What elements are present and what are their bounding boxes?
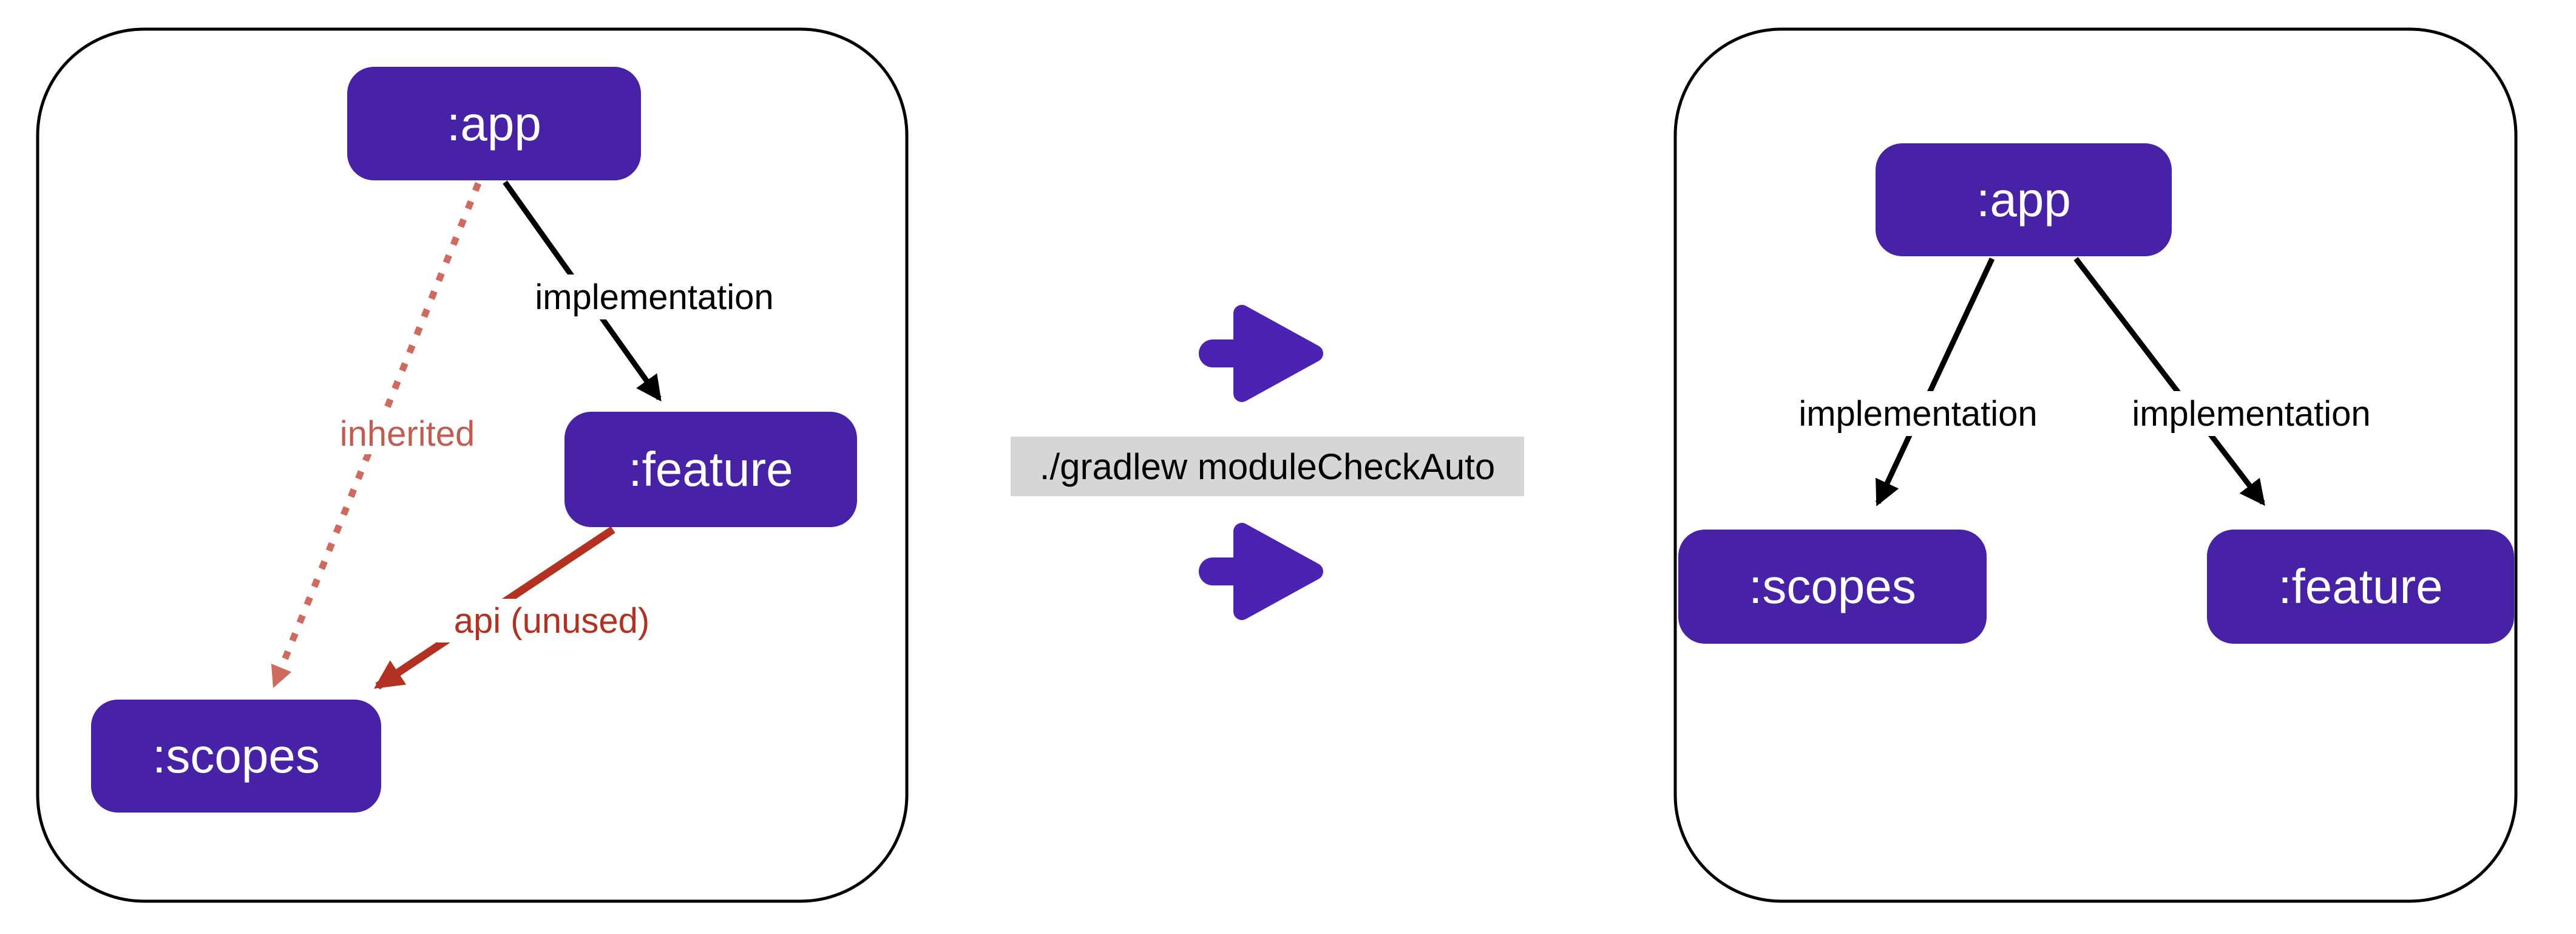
node-app-after: :app: [1876, 143, 2172, 256]
edge-label-inherited: inherited: [340, 414, 475, 454]
node-app-rect: [347, 67, 641, 180]
edge-app-to-scopes-inherited: [271, 182, 482, 689]
node-app-before: :app: [347, 67, 641, 180]
arrow-head: [1233, 523, 1323, 620]
edge-label-bg: [326, 413, 490, 454]
arrow-head: [1233, 305, 1323, 402]
node-feature-after: :feature: [2207, 530, 2514, 644]
edge-label-implementation: implementation: [2132, 394, 2370, 434]
node-feature-label: :feature: [628, 442, 793, 496]
node-app-label: :app: [447, 97, 541, 151]
node-scopes-before: :scopes: [91, 700, 381, 813]
edge-label-bg: [437, 599, 666, 643]
edge-label-bg: [2109, 391, 2394, 436]
node-feature-rect: [564, 412, 857, 527]
edge-app-to-scopes: [1875, 257, 1995, 506]
node-feature-rect: [2207, 530, 2514, 644]
edge-label-bg: [1775, 391, 2061, 436]
before-graph-container: [36, 27, 909, 903]
edge-label-implementation: implementation: [535, 278, 773, 317]
node-app-rect: [1876, 143, 2172, 256]
node-feature-before: :feature: [564, 412, 857, 527]
command-text: ./gradlew moduleCheckAuto: [1040, 446, 1495, 487]
node-app-label: :app: [1976, 172, 2071, 227]
edge-label-api-unused: api (unused): [454, 601, 649, 641]
arrow-right-icon: [1199, 523, 1323, 620]
command-background: [1011, 437, 1524, 496]
node-feature-label: :feature: [2278, 559, 2442, 613]
edge-label-implementation: implementation: [1798, 394, 2037, 434]
node-scopes-rect: [1678, 530, 1987, 644]
edge-label-bg: [512, 274, 797, 319]
arrow-right-icon: [1199, 305, 1323, 402]
edge-app-to-feature: [2073, 257, 2265, 506]
node-scopes-after: :scopes: [1678, 530, 1987, 644]
node-scopes-rect: [91, 700, 381, 813]
node-scopes-label: :scopes: [1749, 559, 1916, 613]
node-scopes-label: :scopes: [152, 729, 320, 783]
